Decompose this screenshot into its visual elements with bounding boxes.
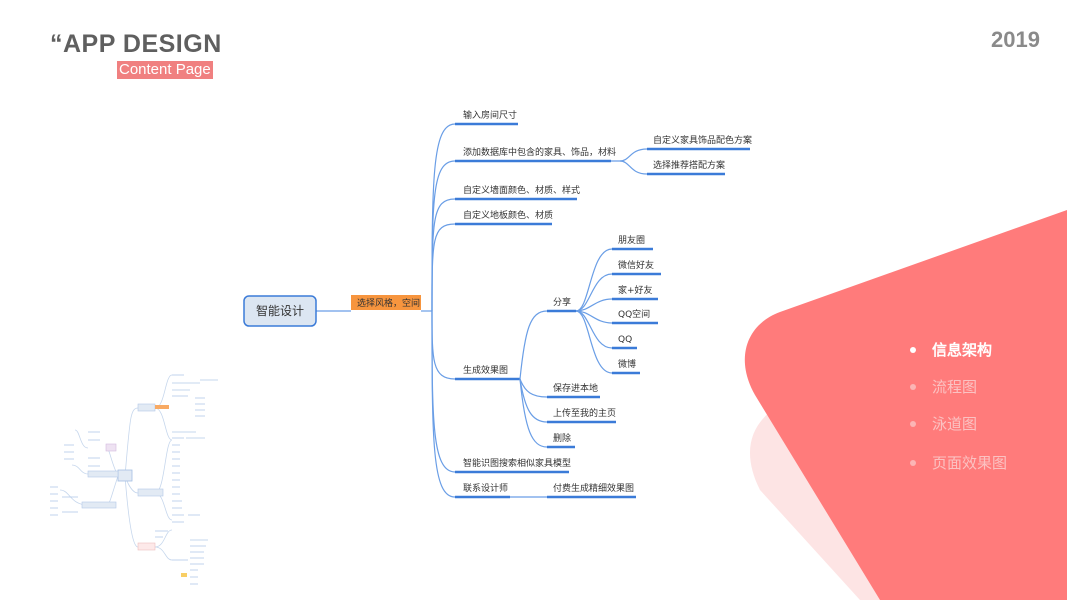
menu-item-info-architecture[interactable]: 信息架构: [910, 339, 992, 360]
node-label: 自定义墙面颜色、材质、样式: [463, 184, 580, 196]
designer-child-node[interactable]: 付费生成精细效果图: [547, 482, 636, 499]
node-label: 删除: [553, 432, 571, 444]
coral-shape: [744, 210, 1067, 600]
level1-node[interactable]: 添加数据库中包含的家具、饰品，材料: [455, 146, 616, 163]
connector-line: [619, 160, 648, 175]
connector-line: [575, 273, 613, 312]
menu-item-page-mockups[interactable]: 页面效果图: [910, 452, 1007, 473]
level1-node[interactable]: 自定义地板颜色、材质: [455, 209, 553, 226]
node-label: 家+好友: [618, 284, 653, 296]
connector-line: [575, 248, 613, 312]
node-label: 微博: [618, 358, 636, 370]
node-label: 自定义地板颜色、材质: [463, 209, 553, 221]
node-label: 智能识图搜索相似家具模型: [463, 457, 571, 469]
node-label: QQ空间: [618, 308, 650, 320]
level1-node[interactable]: 输入房间尺寸: [455, 109, 518, 126]
share-child-node[interactable]: 微博: [612, 358, 640, 375]
connector-line: [431, 223, 456, 312]
share-child-node[interactable]: 家+好友: [612, 284, 658, 301]
render-child-node[interactable]: 删除: [547, 432, 575, 449]
node-label: 朋友圈: [618, 234, 645, 246]
level1-node[interactable]: 自定义墙面颜色、材质、样式: [455, 184, 580, 201]
menu-item-label: 信息架构: [932, 341, 993, 359]
node-label: 添加数据库中包含的家具、饰品，材料: [463, 146, 616, 158]
year-label: 2019: [991, 27, 1040, 52]
node-label: QQ: [618, 335, 632, 345]
menu-item-label: 流程图: [932, 378, 978, 396]
bullet-icon: [910, 459, 916, 466]
branch-node-label: 选择风格，空间: [357, 297, 420, 309]
node-label: 分享: [553, 296, 571, 308]
branch-node[interactable]: [351, 295, 421, 310]
connector-line: [519, 310, 548, 380]
app-design-title: “APP DESIGN: [50, 30, 222, 58]
root-node[interactable]: [243, 295, 317, 327]
level1-node[interactable]: 智能识图搜索相似家具模型: [455, 457, 571, 474]
render-child-node[interactable]: 上传至我的主页: [547, 407, 616, 424]
render-child-node[interactable]: 保存进本地: [547, 382, 600, 399]
node-label: 微信好友: [618, 259, 654, 271]
node-label: 联系设计师: [463, 482, 508, 494]
node-label: 付费生成精细效果图: [553, 482, 634, 494]
connector-line: [519, 378, 548, 448]
bullet-icon: [910, 346, 916, 353]
node-label: 自定义家具饰品配色方案: [653, 134, 752, 146]
bullet-icon: [910, 383, 916, 390]
menu-item-swimlane[interactable]: 泳道图: [910, 413, 977, 434]
menu-item-label: 页面效果图: [932, 454, 1008, 472]
bullet-icon: [910, 420, 916, 427]
level1-node[interactable]: 联系设计师: [455, 482, 510, 499]
node-label: 输入房间尺寸: [463, 109, 517, 121]
node-label: 保存进本地: [553, 382, 598, 394]
render-child-node[interactable]: 分享: [547, 296, 576, 313]
connector-line: [575, 310, 613, 374]
content-page-label: Content Page: [117, 61, 213, 79]
root-node-label: 智能设计: [256, 303, 304, 318]
connector-line: [431, 310, 456, 498]
node-label: 上传至我的主页: [553, 407, 616, 419]
connector-line: [519, 378, 548, 398]
share-child-node[interactable]: 朋友圈: [612, 234, 653, 251]
connector-line: [575, 298, 613, 312]
share-child-node[interactable]: 微信好友: [612, 259, 661, 276]
node-label: 选择推荐搭配方案: [653, 159, 725, 171]
share-child-node[interactable]: QQ空间: [612, 308, 658, 325]
database-child-node[interactable]: 选择推荐搭配方案: [647, 159, 725, 176]
menu-item-flowchart[interactable]: 流程图: [910, 376, 977, 397]
level1-node[interactable]: 生成效果图: [455, 364, 520, 381]
database-child-node[interactable]: 自定义家具饰品配色方案: [647, 134, 752, 151]
menu-item-label: 泳道图: [932, 415, 978, 433]
share-child-node[interactable]: QQ: [612, 335, 637, 350]
node-label: 生成效果图: [463, 364, 508, 376]
